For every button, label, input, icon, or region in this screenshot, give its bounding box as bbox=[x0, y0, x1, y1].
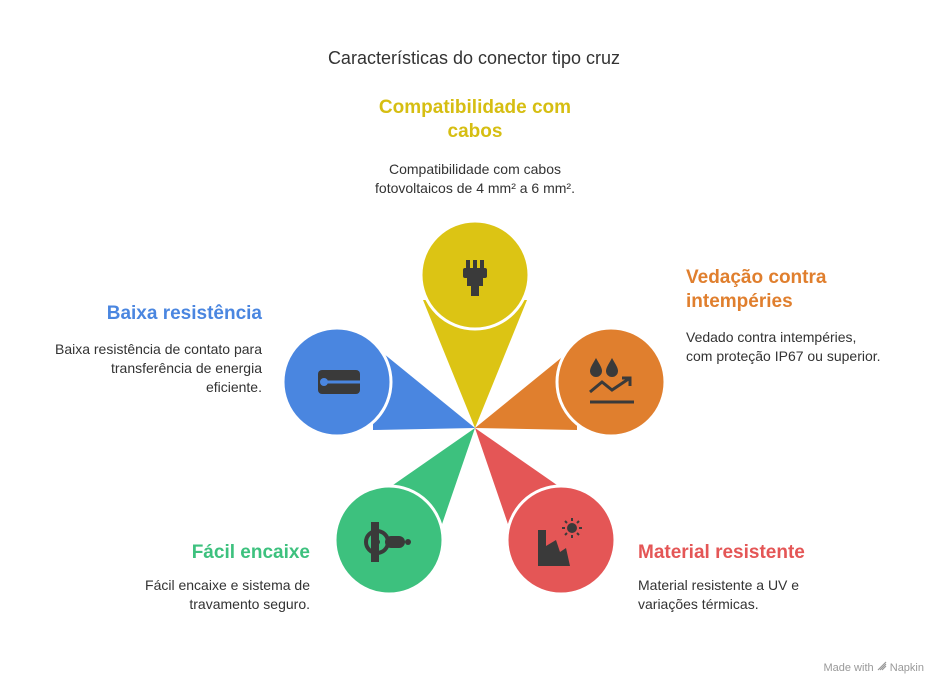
sun-factory-icon bbox=[538, 518, 582, 566]
heading-facil-encaixe: Fácil encaixe bbox=[191, 542, 310, 563]
petal-material-resistente bbox=[475, 428, 617, 596]
text-vedacao: Vedado contra intempéries, com proteção … bbox=[686, 329, 881, 364]
text-baixa-resistencia: Baixa resistência de contato para transf… bbox=[54, 341, 262, 395]
brand-name: Napkin bbox=[889, 662, 924, 674]
heading-baixa-resistencia: Baixa resistência bbox=[106, 303, 262, 324]
water-drops-trend-icon bbox=[589, 358, 634, 404]
petal-vedacao bbox=[475, 326, 667, 438]
petal-compatibilidade bbox=[419, 219, 531, 428]
text-material: Material resistente a UV e variações tér… bbox=[638, 577, 800, 612]
plug-icon bbox=[318, 370, 360, 394]
petal-facil-encaixe bbox=[333, 428, 475, 596]
lock-key-icon bbox=[364, 522, 411, 562]
text-facil-encaixe: Fácil encaixe e sistema de travamento se… bbox=[145, 577, 310, 612]
text-compatibilidade: Compatibilidade com cabos fotovoltaicos … bbox=[375, 161, 575, 196]
heading-compatibilidade: Compatibilidade com cabos bbox=[378, 97, 572, 142]
heading-vedacao: Vedação contra intempéries bbox=[686, 267, 827, 312]
heading-material: Material resistente bbox=[638, 542, 805, 563]
cable-connector-icon bbox=[463, 260, 487, 296]
made-with-label: Made with bbox=[823, 662, 874, 674]
diagram-title: Características do conector tipo cruz bbox=[327, 48, 621, 68]
made-with-napkin-badge[interactable]: Made with Napkin bbox=[823, 661, 924, 674]
napkin-logo-icon bbox=[877, 661, 887, 671]
